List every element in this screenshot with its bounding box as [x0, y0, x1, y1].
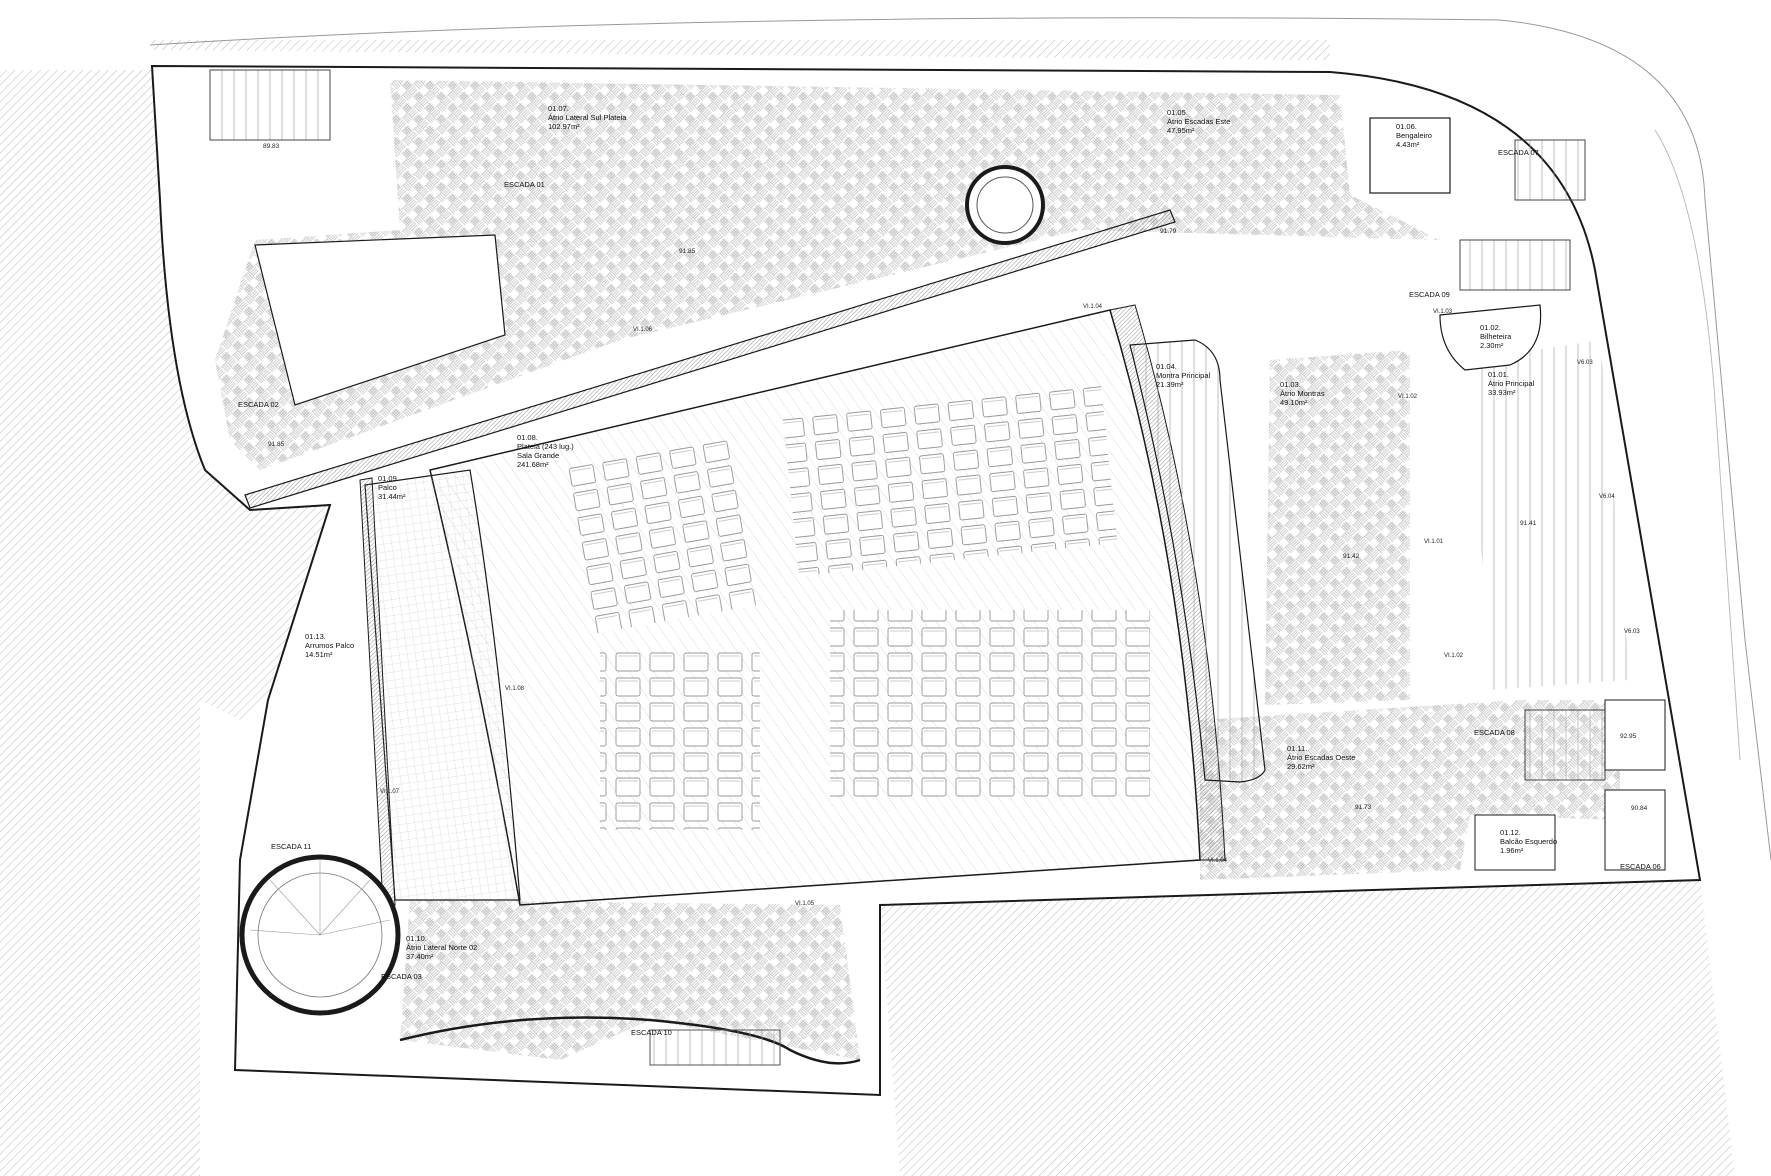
- stair-label: ESCADA 01: [504, 180, 545, 189]
- level-mark: 91.85: [679, 248, 696, 255]
- main-foyer-floor: [1470, 340, 1630, 690]
- montra-principal: [1129, 339, 1266, 783]
- level-mark: 92.95: [1620, 733, 1637, 740]
- stair-label: ESCADA 08: [1474, 728, 1515, 737]
- stair-label: ESCADA 09: [1409, 290, 1450, 299]
- door-tag: VI.1.04: [1208, 858, 1228, 864]
- level-mark: 89.83: [263, 143, 280, 150]
- foyer-south-floor: [215, 80, 1440, 470]
- door-tag: VI.1.07: [380, 789, 400, 795]
- stair-label: ESCADA 10: [631, 1028, 672, 1037]
- door-tag: VI.1.05: [795, 901, 815, 907]
- door-tag: VI.1.02: [1444, 653, 1464, 659]
- stair-label: ESCADA 07: [1498, 148, 1539, 157]
- seating-blocks: [566, 383, 1150, 830]
- level-mark: 91.42: [1343, 553, 1360, 560]
- level-mark: 91.79: [1160, 228, 1177, 235]
- level-mark: 91.85: [268, 441, 285, 448]
- door-tag: V6.04: [1599, 494, 1615, 500]
- stage: [364, 469, 521, 901]
- door-tag: V6.03: [1624, 629, 1640, 635]
- door-tag: V6.03: [1577, 360, 1593, 366]
- door-tag: VI.1.08: [505, 686, 525, 692]
- door-tag: VI.1.03: [1433, 309, 1453, 315]
- level-mark: 91.73: [1355, 804, 1372, 811]
- neighbour-east: [880, 880, 1735, 1176]
- door-tag: VI.1.06: [633, 327, 653, 333]
- door-tag: VI.1.04: [1083, 304, 1103, 310]
- level-mark: 91.41: [1520, 520, 1537, 527]
- stair-label: ESCADA 03: [381, 972, 422, 981]
- level-mark: 90.84: [1631, 805, 1648, 812]
- stair-label: ESCADA 02: [238, 400, 279, 409]
- door-tag: VI.1.02: [1398, 394, 1418, 400]
- west-stair-foyer-floor: [1200, 700, 1620, 880]
- neighbour-west: [0, 70, 330, 1176]
- stair-label: ESCADA 11: [271, 842, 312, 851]
- foyer-montras-floor: [1265, 350, 1410, 705]
- door-tag: VI.1.01: [1424, 539, 1444, 545]
- stair-label: ESCADA 06: [1620, 862, 1661, 871]
